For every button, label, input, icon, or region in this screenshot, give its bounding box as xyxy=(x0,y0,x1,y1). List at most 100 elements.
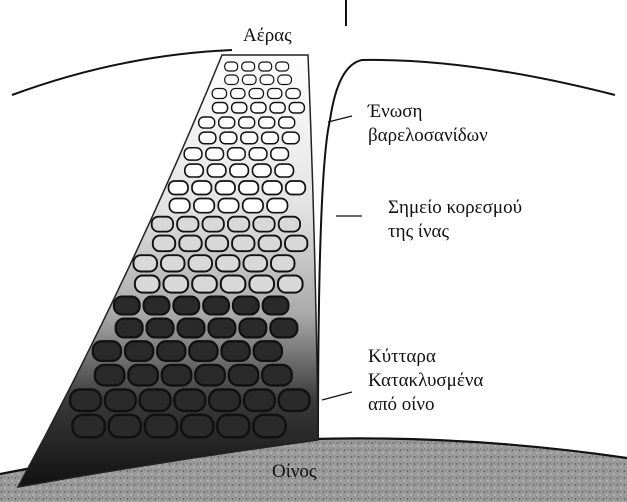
wine-label: Οίνος xyxy=(272,460,316,484)
wood-cell xyxy=(271,148,289,160)
wood-cell xyxy=(109,415,141,437)
wood-cell xyxy=(169,199,189,213)
wood-cell xyxy=(254,341,282,361)
wood-cell xyxy=(161,255,185,271)
wood-cell xyxy=(244,255,268,271)
wood-cell xyxy=(249,276,274,293)
wood-cell xyxy=(228,217,249,232)
fiber-saturation-label: Σημείο κορεσμού της ίνας xyxy=(388,196,522,244)
wood-cell xyxy=(157,341,185,361)
wood-cell xyxy=(253,217,274,232)
wood-cell xyxy=(169,181,189,195)
wood-cell xyxy=(164,276,189,293)
wood-cell xyxy=(239,319,266,338)
wood-cell xyxy=(262,132,279,144)
wood-cell xyxy=(242,75,256,85)
wood-cell xyxy=(228,148,246,160)
wood-cell xyxy=(195,365,225,386)
wood-cell xyxy=(181,415,213,437)
wood-cell xyxy=(221,276,246,293)
wood-cell xyxy=(203,217,224,232)
wood-cell xyxy=(262,365,292,386)
wood-cell xyxy=(282,132,299,144)
wood-cell xyxy=(128,365,158,386)
wood-cell xyxy=(212,103,227,114)
wood-cell xyxy=(225,62,238,71)
wood-cell xyxy=(289,103,304,114)
wood-cell xyxy=(135,276,160,293)
wood-cell xyxy=(232,103,247,114)
wood-cell xyxy=(185,164,204,177)
wood-cell xyxy=(189,341,217,361)
wood-cell xyxy=(242,62,255,71)
wood-cell xyxy=(184,148,202,160)
wood-cell xyxy=(278,75,292,85)
wood-cell xyxy=(244,390,275,412)
wine-flooded-cells-label-line-2: Κατακλυσμένα xyxy=(368,369,483,393)
wood-cell xyxy=(260,75,274,85)
wood-cell xyxy=(114,297,140,315)
wood-cell xyxy=(192,276,217,293)
wood-cell xyxy=(263,297,289,315)
wood-cell xyxy=(231,89,245,99)
wood-cell xyxy=(217,415,249,437)
fiber-saturation-label-line-1: Σημείο κορεσμού xyxy=(388,196,522,220)
wood-cell xyxy=(239,181,259,195)
wood-cell xyxy=(144,297,170,315)
wood-cell xyxy=(206,148,224,160)
wood-cell xyxy=(241,132,258,144)
wood-cell xyxy=(189,255,213,271)
wood-cell xyxy=(179,236,201,252)
wood-cell xyxy=(275,164,294,177)
wood-cell xyxy=(218,199,238,213)
wood-cell xyxy=(286,181,306,195)
wood-cell xyxy=(194,199,214,213)
wood-cell xyxy=(145,415,177,437)
stave-joint-leader xyxy=(328,116,352,122)
wood-cell xyxy=(253,164,272,177)
wood-cell xyxy=(276,62,289,71)
wood-cell xyxy=(152,217,173,232)
wood-cell xyxy=(251,103,266,114)
wood-cell xyxy=(206,236,228,252)
stave-joint-label-line-1: Ένωση xyxy=(368,100,488,124)
fiber-saturation-label-line-2: της ίνας xyxy=(388,220,522,244)
wood-cell xyxy=(270,103,285,114)
wood-cell xyxy=(93,341,121,361)
wood-cell xyxy=(268,89,282,99)
wood-cells xyxy=(70,62,309,437)
wood-cell xyxy=(178,319,205,338)
wood-cell xyxy=(105,390,136,412)
wood-cell xyxy=(177,217,198,232)
wood-cell xyxy=(271,255,295,271)
wood-cell xyxy=(147,319,174,338)
wine-flooded-cells-label: Κύτταρα Κατακλυσμένα από οίνο xyxy=(368,345,483,417)
wood-cell xyxy=(192,181,212,195)
wood-cell xyxy=(199,117,215,128)
wood-cell xyxy=(125,341,153,361)
wood-cell xyxy=(262,181,282,195)
wood-cell xyxy=(116,319,143,338)
wood-cell xyxy=(243,199,263,213)
wood-cell xyxy=(239,117,255,128)
stave-joint-label-line-2: βαρελοσανίδων xyxy=(368,124,488,148)
wine-cells-leader xyxy=(322,392,352,400)
wood-cell xyxy=(219,117,235,128)
wood-cell xyxy=(73,415,105,437)
wood-cell xyxy=(174,390,205,412)
stave-outer-curve-left xyxy=(12,50,232,95)
wood-cell xyxy=(153,236,175,252)
wood-cell xyxy=(225,75,239,85)
wood-cell xyxy=(249,148,267,160)
wood-cell xyxy=(253,415,285,437)
wood-cell xyxy=(212,89,226,99)
wood-cell xyxy=(162,365,192,386)
wood-cell xyxy=(285,236,307,252)
wood-cell xyxy=(70,390,101,412)
wood-cell xyxy=(173,297,199,315)
wood-cell xyxy=(259,236,281,252)
wood-cell xyxy=(286,89,300,99)
wood-cell xyxy=(259,117,275,128)
